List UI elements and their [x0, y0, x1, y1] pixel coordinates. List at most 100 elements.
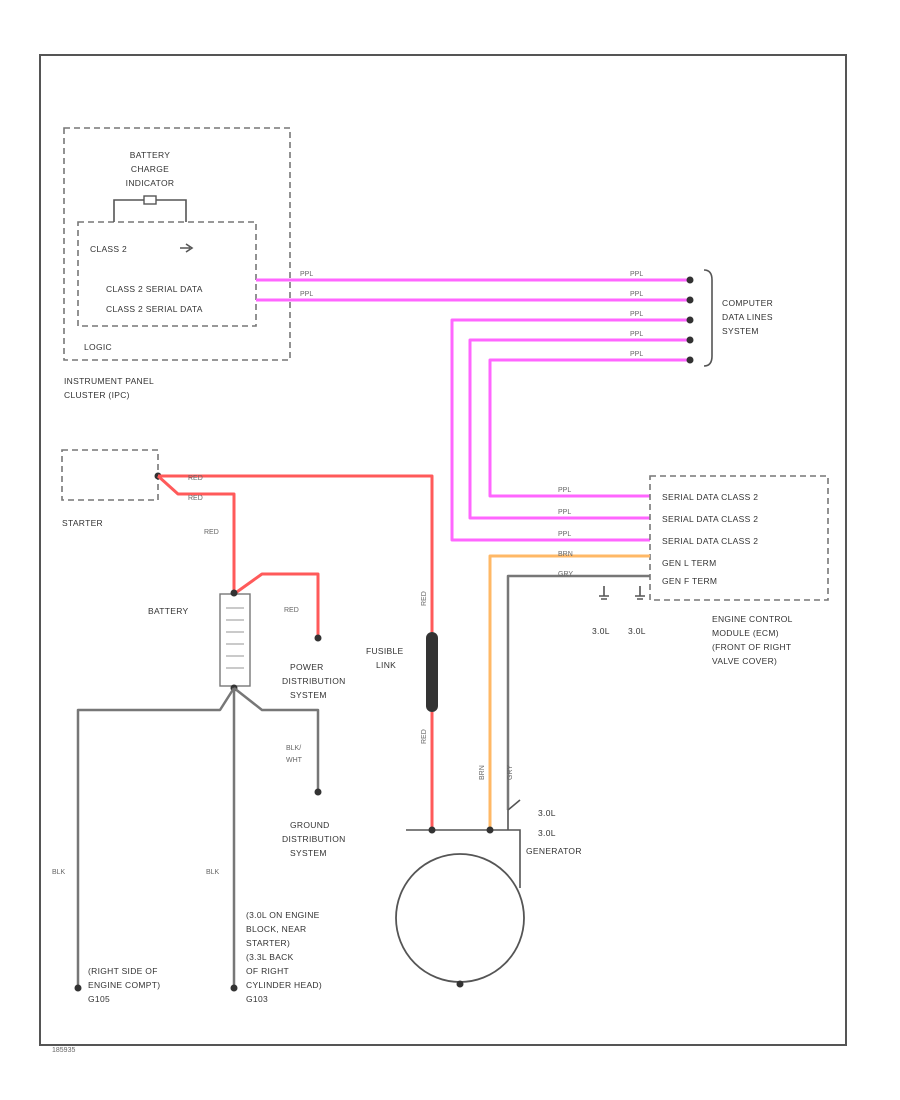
- g103-label-3: STARTER): [246, 938, 290, 948]
- ground-wire-right-side: [76, 687, 236, 988]
- splice-dot: [686, 336, 694, 344]
- g105-label-3: G105: [88, 994, 110, 1004]
- battery-positive-dot: [230, 589, 238, 597]
- engine-control-module: SERIAL DATA CLASS 2 SERIAL DATA CLASS 2 …: [592, 475, 829, 666]
- wire-color-ppl: PPL: [558, 509, 571, 516]
- ipc-logic-label: LOGIC: [84, 342, 112, 352]
- g103-label-2: BLOCK, NEAR: [246, 924, 306, 934]
- power-dist-3: SYSTEM: [290, 690, 327, 700]
- splice-dot: [686, 276, 694, 284]
- generator-ground-dot: [456, 980, 464, 988]
- g103-label-7: G103: [246, 994, 268, 1004]
- wire-color-red: RED: [204, 529, 219, 536]
- ecm-ground-label-1: 3.0L: [592, 626, 610, 636]
- ipc-serial-data-2: CLASS 2 SERIAL DATA: [106, 304, 203, 314]
- indicator-label-3: INDICATOR: [126, 178, 175, 188]
- ground-wires: BLK/ WHT BLK BLK GROUND DISTRIBUTION SYS…: [52, 687, 346, 992]
- generator-label: GENERATOR: [526, 846, 582, 856]
- generator-connector-line: [406, 829, 521, 888]
- serial-wire-3: [450, 318, 690, 542]
- wire-color-blk: BLK: [52, 869, 66, 876]
- class2-label: CLASS 2: [90, 244, 127, 254]
- gen-engine-1: 3.0L: [538, 808, 556, 818]
- power-dist-dot: [314, 634, 322, 642]
- fusible-link-label-2: LINK: [376, 660, 396, 670]
- wire-color-ppl: PPL: [300, 291, 313, 298]
- instrument-panel-cluster: BATTERY CHARGE INDICATOR CLASS 2 CLASS 2…: [63, 127, 291, 400]
- battery-feed-wires: RED RED RED RED RED RED: [156, 474, 434, 830]
- feed-to-fusible-link: [158, 474, 434, 632]
- wire-color-ppl: PPL: [630, 271, 643, 278]
- wire-color-ppl: PPL: [558, 487, 571, 494]
- generator: 3.0L 3.0L GENERATOR: [395, 799, 582, 988]
- battery-label: BATTERY: [148, 606, 189, 616]
- wire-color-gry-vertical: GRY: [507, 765, 514, 780]
- ground-g105-dot: [74, 984, 82, 992]
- wire-color-ppl: PPL: [558, 531, 571, 538]
- g103-label-1: (3.0L ON ENGINE: [246, 910, 320, 920]
- ecm-name-1: ENGINE CONTROL: [712, 614, 793, 624]
- battery-cells-icon: [226, 607, 244, 669]
- wire-color-red: RED: [188, 495, 203, 502]
- g105-label-2: ENGINE COMPT): [88, 980, 160, 990]
- fusible-link: FUSIBLE LINK: [366, 632, 438, 712]
- ecm-ground-label-2: 3.0L: [628, 626, 646, 636]
- generator-control-wires: BRN GRY BRN GRY: [479, 551, 650, 830]
- serial-wire-4: [468, 338, 690, 520]
- ecm-pin-2: SERIAL DATA CLASS 2: [662, 514, 758, 524]
- ecm-pin-5: GEN F TERM: [662, 576, 717, 586]
- g103-label-4: (3.3L BACK: [246, 952, 294, 962]
- wire-color-blk-wht-2: WHT: [286, 757, 303, 764]
- generator-switch-icon: [507, 799, 521, 830]
- ground-locations: (RIGHT SIDE OF ENGINE COMPT) G105 (3.0L …: [88, 910, 322, 1004]
- ecm-outline: [649, 475, 829, 601]
- gen-engine-2: 3.0L: [538, 828, 556, 838]
- generator-terminal-dot: [486, 826, 494, 834]
- battery-to-power-dist: [233, 572, 320, 638]
- ecm-name-2: MODULE (ECM): [712, 628, 779, 638]
- ground-g103-dot: [230, 984, 238, 992]
- power-dist-2: DISTRIBUTION: [282, 676, 346, 686]
- ecm-ground-icon: [635, 586, 645, 600]
- power-dist-1: POWER: [290, 662, 324, 672]
- ground-dist-2: DISTRIBUTION: [282, 834, 346, 844]
- gen-f-term-wire: [506, 574, 650, 810]
- generator-icon: [395, 853, 525, 983]
- wire-color-ppl: PPL: [630, 331, 643, 338]
- computer-data-lines: COMPUTER DATA LINES SYSTEM: [703, 269, 773, 367]
- starter: STARTER: [61, 449, 162, 528]
- indicator-lamp-icon: [143, 195, 157, 205]
- ipc-logic-outline: [77, 221, 257, 327]
- ipc-name-2: CLUSTER (IPC): [64, 390, 130, 400]
- ground-dist-1: GROUND: [290, 820, 330, 830]
- diagram-frame: [39, 54, 847, 1046]
- computer-data-2: DATA LINES: [722, 312, 773, 322]
- wire-color-red-vertical: RED: [421, 729, 428, 744]
- wire-color-red-vertical: RED: [421, 591, 428, 606]
- class2-arrow-icon: [180, 243, 194, 253]
- wire-color-gry: GRY: [558, 571, 573, 578]
- computer-data-3: SYSTEM: [722, 326, 759, 336]
- indicator-label-1: BATTERY: [130, 150, 171, 160]
- bracket-icon: [703, 269, 713, 367]
- starter-to-battery: [156, 474, 236, 592]
- wire-color-blk-wht-1: BLK/: [286, 745, 301, 752]
- ground-wire-distribution: [233, 687, 320, 792]
- g103-label-5: OF RIGHT: [246, 966, 289, 976]
- splice-dot: [686, 356, 694, 364]
- footer-code: 185935: [52, 1047, 75, 1054]
- starter-outline: [61, 449, 159, 501]
- power-distribution: POWER DISTRIBUTION SYSTEM: [282, 634, 346, 700]
- splice-dot: [686, 296, 694, 304]
- wire-color-red: RED: [188, 475, 203, 482]
- g103-label-6: CYLINDER HEAD): [246, 980, 322, 990]
- wire-color-red: RED: [284, 607, 299, 614]
- serial-wire-5: [488, 358, 690, 498]
- fusible-link-label-1: FUSIBLE: [366, 646, 404, 656]
- wire-color-brn: BRN: [558, 551, 573, 558]
- splice-dot: [686, 316, 694, 324]
- gen-l-term-wire: [488, 554, 650, 830]
- ipc-outline: [63, 127, 291, 361]
- ipc-serial-data-1: CLASS 2 SERIAL DATA: [106, 284, 203, 294]
